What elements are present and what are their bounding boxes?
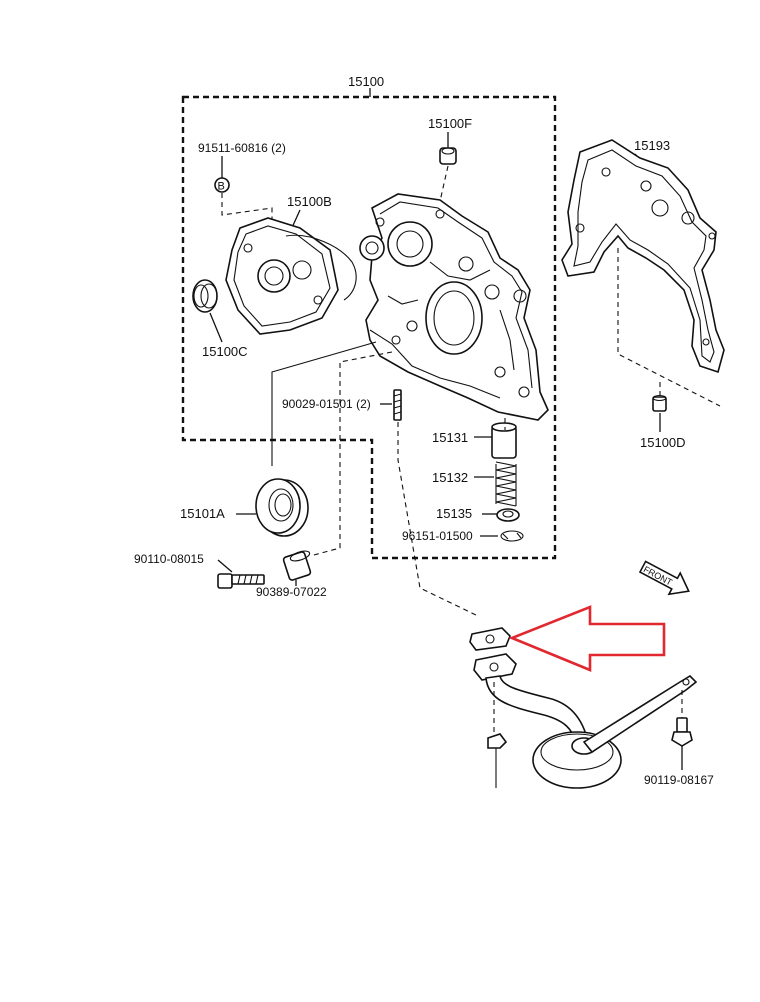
label-15100F: 15100F — [428, 116, 472, 131]
label-91511: 91511-60816 (2) — [198, 141, 286, 155]
part-15100B-cover-plate — [225, 217, 357, 335]
part-15193-gasket — [561, 139, 725, 374]
part-oil-strainer — [473, 653, 698, 789]
label-90029: 90029-01501 (2) — [282, 397, 371, 411]
label-15135: 15135 — [436, 506, 472, 521]
part-15135-retainer — [496, 508, 520, 522]
label-15193: 15193 — [634, 138, 670, 153]
svg-text:B: B — [218, 181, 225, 193]
part-91511-bolt: B — [214, 177, 230, 193]
label-90119: 90119-08167 — [644, 773, 714, 787]
label-15100C: 15100C — [202, 344, 248, 359]
part-90029-stud — [393, 389, 402, 421]
part-90119-bolt — [671, 717, 693, 747]
label-15132: 15132 — [432, 470, 468, 485]
label-90110: 90110-08015 — [134, 552, 204, 566]
part-strainer-gasket — [469, 627, 511, 651]
assembly-number-label: 15100 — [348, 74, 384, 89]
label-15100B: 15100B — [287, 194, 332, 209]
part-15132-spring — [495, 461, 517, 507]
part-15101A-oil-seal — [255, 478, 309, 537]
label-90389: 90389-07022 — [256, 585, 327, 599]
highlight-arrow — [508, 605, 666, 672]
part-15100C-seal — [192, 279, 218, 313]
label-15131: 15131 — [432, 430, 468, 445]
label-96151: 96151-01500 — [402, 529, 473, 543]
part-15100F-plug — [439, 147, 457, 165]
part-oil-pump-housing — [359, 193, 549, 421]
part-15131-relief-valve — [491, 422, 517, 459]
part-96151-snap-ring — [500, 530, 524, 542]
label-15100D: 15100D — [640, 435, 686, 450]
assembly-boundary-box — [181, 95, 557, 560]
part-strainer-nut — [487, 733, 508, 788]
label-15101A: 15101A — [180, 506, 225, 521]
leader-90110 — [217, 559, 233, 573]
part-90389-knock-pin — [282, 550, 312, 581]
part-90110-bolt — [217, 573, 265, 589]
front-direction-arrow: FRONT — [638, 560, 690, 596]
part-15100D-pin — [652, 394, 667, 412]
leader-15100C — [209, 312, 223, 343]
